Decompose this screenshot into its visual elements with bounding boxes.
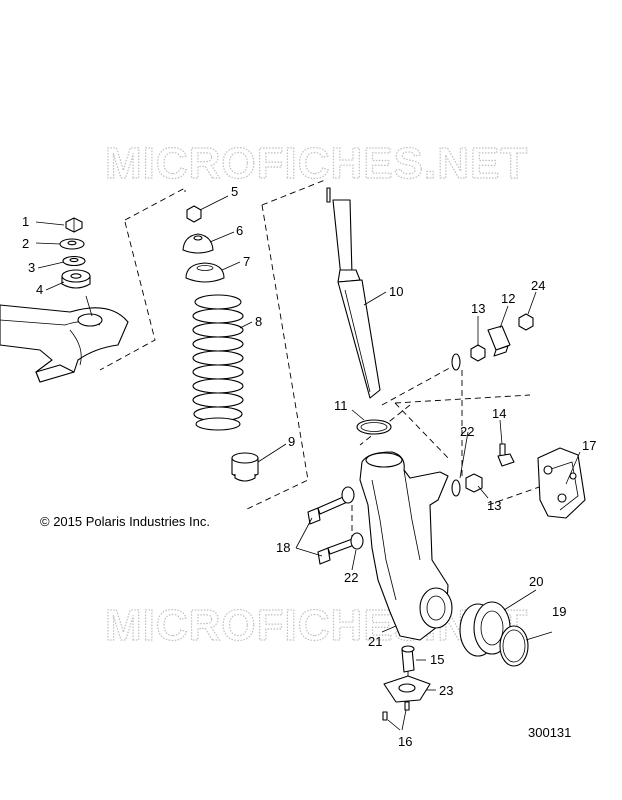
part-13-nut-lower	[465, 473, 483, 493]
callout-9: 9	[288, 434, 295, 449]
callout-10: 10	[389, 284, 403, 299]
callout-13-upper: 13	[471, 301, 485, 316]
part-14-bolt	[497, 443, 515, 467]
part-17-brake-caliper	[537, 447, 586, 519]
part-8-coil-spring	[192, 294, 244, 431]
callout-13-lower: 13	[487, 498, 501, 513]
callout-5: 5	[231, 184, 238, 199]
part-13-nut-upper	[470, 344, 486, 362]
callout-1: 1	[22, 214, 29, 229]
callout-3: 3	[28, 260, 35, 275]
part-1-nut	[65, 217, 83, 233]
callout-8: 8	[255, 314, 262, 329]
callout-19: 19	[552, 604, 566, 619]
callout-17: 17	[582, 438, 596, 453]
part-22-washers-left	[341, 486, 364, 550]
callout-21: 21	[368, 634, 382, 649]
callout-18: 18	[276, 540, 290, 555]
callout-6: 6	[236, 223, 243, 238]
part-16-screws	[382, 701, 410, 721]
part-24-nut	[518, 313, 534, 331]
callout-labels: 1 2 3 4 5 6 7 8 9 10 11 12 13 24 14 17 2…	[22, 184, 596, 749]
part-22-washer-upper	[451, 353, 461, 371]
callout-4: 4	[36, 282, 43, 297]
watermark-top: MICROFICHES.NET	[105, 139, 528, 188]
part-23-ball-joint-plate	[383, 675, 431, 703]
frame-bracket	[0, 304, 129, 383]
part-22-washer-lower	[451, 479, 461, 497]
leader-lines	[35, 195, 581, 731]
part-4-bushing	[61, 269, 91, 289]
callout-15: 15	[430, 652, 444, 667]
watermark-bottom: MICROFICHES.NET	[105, 601, 528, 650]
part-5-nut	[186, 205, 202, 223]
part-18-bolts	[307, 493, 358, 565]
part-21-knuckle	[359, 451, 453, 641]
callout-23: 23	[439, 683, 453, 698]
callout-22-left: 22	[344, 570, 358, 585]
diagram-number: 300131	[528, 725, 571, 740]
part-15-ball-joint	[401, 645, 415, 673]
callout-20: 20	[529, 574, 543, 589]
part-3-washer	[62, 255, 86, 267]
part-6-isolator	[182, 233, 214, 254]
part-10-strut	[326, 187, 381, 399]
callout-14: 14	[492, 406, 506, 421]
part-19-snap-ring	[499, 625, 529, 667]
part-9-bump-stop	[231, 452, 259, 482]
callout-7: 7	[243, 254, 250, 269]
part-11-seal-ring	[356, 419, 392, 435]
callout-12: 12	[501, 291, 515, 306]
part-12-bracket	[487, 325, 511, 357]
callout-2: 2	[22, 236, 29, 251]
part-2-washer	[59, 238, 85, 250]
callout-24: 24	[531, 278, 545, 293]
part-7-spring-seat	[185, 262, 225, 283]
callout-11: 11	[334, 398, 348, 413]
callout-22-right: 22	[460, 424, 474, 439]
callout-16: 16	[398, 734, 412, 749]
copyright-text: © 2015 Polaris Industries Inc.	[40, 514, 210, 529]
